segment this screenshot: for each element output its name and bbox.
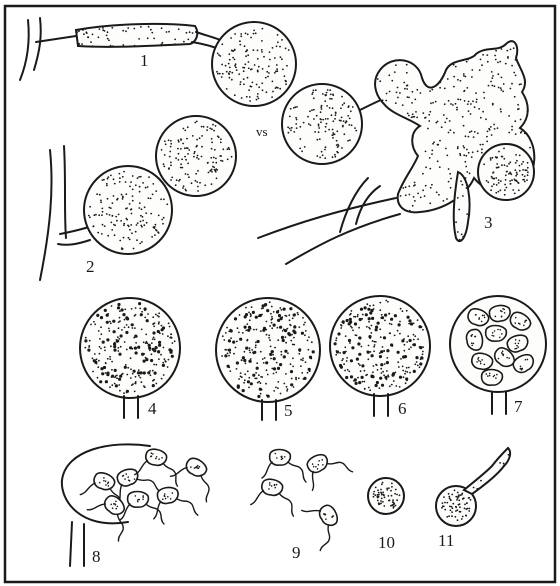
swimming-zoospore-3 <box>250 477 299 517</box>
stage-3-vesicle <box>258 41 534 264</box>
sporangium-2a <box>156 116 236 196</box>
label-6: 6 <box>398 399 407 418</box>
stage-2-sporangium <box>40 116 236 280</box>
swimming-zoospore-1 <box>262 450 306 483</box>
label-4: 4 <box>148 399 157 418</box>
swimming-zoospore-2 <box>298 444 352 494</box>
label-8: 8 <box>92 547 101 566</box>
swimming-zoospore-4 <box>298 496 348 550</box>
stage-8-release <box>62 444 223 566</box>
stage-10-encysted <box>368 478 404 514</box>
label-1: 1 <box>140 51 149 70</box>
label-5: 5 <box>284 401 293 420</box>
sporangium-2b <box>84 166 172 254</box>
germ-tube <box>464 448 510 494</box>
label-10: 10 <box>378 533 395 552</box>
label-9: 9 <box>292 543 301 562</box>
zoospore-5 <box>486 326 507 342</box>
stage-6-sporangium <box>330 296 430 416</box>
zoospore-10 <box>482 370 503 386</box>
stage-4-sporangium <box>80 298 180 418</box>
label-3: 3 <box>484 213 493 232</box>
swimming-zoospores <box>250 444 352 551</box>
stage-11-germination <box>436 448 510 526</box>
stage-5-sporangium <box>216 298 320 420</box>
label-vs: vs <box>256 124 268 139</box>
label-2: 2 <box>86 257 95 276</box>
label-7: 7 <box>514 397 523 416</box>
sporangium-5 <box>216 298 320 402</box>
tube-extension <box>454 172 470 241</box>
sporangium-1 <box>212 22 296 106</box>
stage-7-sporangium <box>450 296 546 414</box>
stage-1-sporangium <box>20 18 296 106</box>
released-zoospore-6 <box>149 483 198 523</box>
label-11: 11 <box>438 531 454 550</box>
stage-9-zoospores <box>250 444 352 551</box>
released-zoospores <box>79 447 223 542</box>
